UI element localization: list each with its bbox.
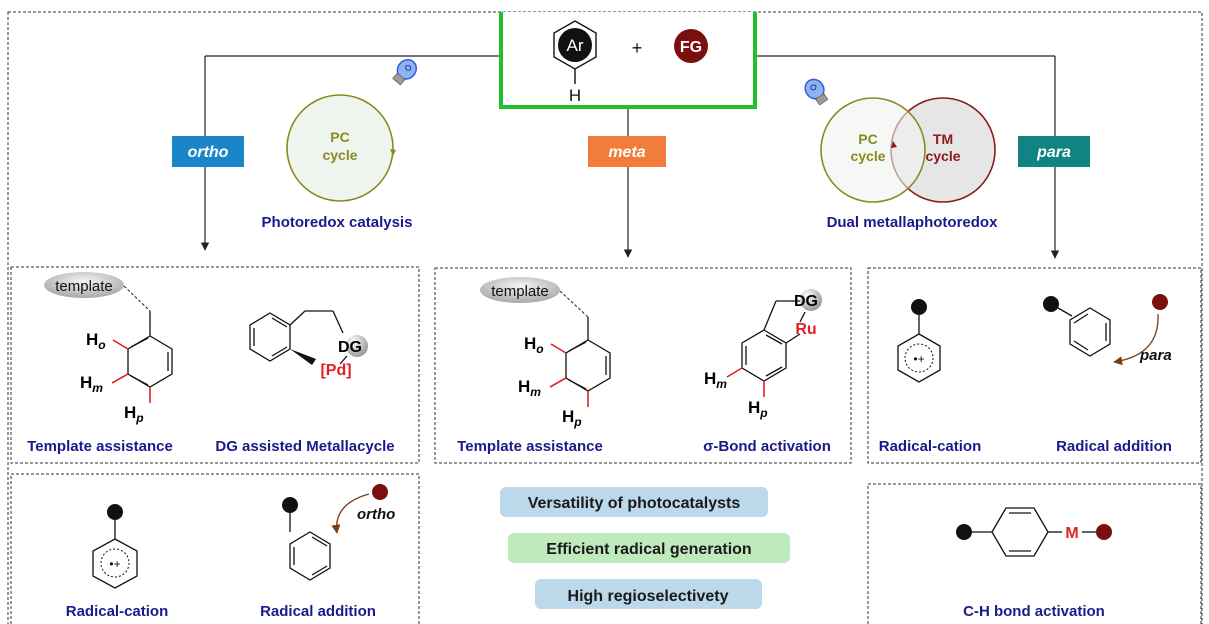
meta-ruthenacycle-structure: DG Ru Hm Hp: [704, 289, 822, 420]
svg-text:Efficient radical generation: Efficient radical generation: [546, 541, 751, 558]
ortho-template-structure: template Ho Hm Hp: [44, 272, 173, 425]
svg-text:High regioselectivety: High regioselectivety: [568, 588, 729, 605]
meta-sigma-caption: σ-Bond activation: [703, 438, 831, 455]
svg-text:Versatility of photocatalysts: Versatility of photocatalysts: [528, 495, 741, 512]
template-blob: [44, 272, 124, 298]
ortho-ra-caption: Radical addition: [260, 603, 376, 620]
svg-text:Ru: Ru: [795, 321, 816, 338]
svg-text:Ho: Ho: [524, 334, 544, 356]
substrate-box: Ar H + FG: [499, 12, 757, 109]
svg-text:Hm: Hm: [80, 373, 103, 395]
tm-label: TM: [933, 131, 953, 147]
lightbulb-icon: [804, 78, 829, 106]
feature-pill-regioselectivity: High regioselectivety: [535, 579, 762, 609]
pc-cycle-left: PC cycle: [286, 94, 396, 202]
svg-text:Hp: Hp: [562, 407, 582, 429]
meta-box: [434, 267, 852, 464]
svg-text:[Pd]: [Pd]: [320, 362, 351, 379]
svg-text:Hp: Hp: [124, 403, 144, 425]
pc-cycle-label-dual: cycle: [850, 148, 885, 164]
pc-label: PC: [330, 129, 349, 145]
ch-activation-structure: M: [956, 507, 1112, 557]
pc-cycle-label: cycle: [322, 147, 357, 163]
meta-template-structure: template Ho Hm Hp: [480, 277, 611, 429]
svg-text:para: para: [1036, 144, 1071, 161]
para-rc-caption: Radical-cation: [879, 438, 982, 455]
svg-text:M: M: [1065, 525, 1078, 542]
ar-ball-icon: [558, 28, 592, 62]
para-box: [867, 267, 1202, 464]
feature-pill-radical-generation: Efficient radical generation: [508, 533, 790, 563]
ch-activation-box: [867, 483, 1202, 624]
feature-pill-versatility: Versatility of photocatalysts: [500, 487, 768, 517]
fg-ball-icon: [674, 29, 708, 63]
dual-caption: Dual metallaphotoredox: [827, 214, 999, 231]
svg-text:template: template: [55, 278, 113, 295]
svg-text:DG: DG: [794, 293, 818, 310]
svg-text:template: template: [491, 283, 549, 300]
para-tag: para: [1018, 136, 1090, 167]
ortho-box: [10, 266, 420, 464]
ortho-radical-addition-structure: ortho: [282, 484, 395, 581]
ortho-radical-box: [10, 473, 420, 624]
svg-text:meta: meta: [608, 144, 645, 161]
svg-text:Ho: Ho: [86, 330, 106, 352]
meta-tag: meta: [588, 136, 666, 167]
ortho-dg-caption: DG assisted Metallacycle: [215, 438, 394, 455]
svg-text:•+: •+: [913, 352, 924, 366]
para-radical-addition-structure: para: [1043, 294, 1172, 366]
h-label: H: [569, 86, 581, 105]
para-ra-caption: Radical addition: [1056, 438, 1172, 455]
ortho-radical-cation-structure: •+: [92, 504, 138, 589]
ortho-metallacycle-structure: DG [Pd]: [249, 310, 368, 379]
svg-text:DG: DG: [338, 339, 362, 356]
plus-sign: +: [632, 38, 643, 58]
svg-text:ortho: ortho: [188, 144, 229, 161]
ortho-template-caption: Template assistance: [27, 438, 173, 455]
svg-text:ortho: ortho: [357, 506, 395, 523]
photoredox-caption: Photoredox catalysis: [262, 214, 413, 231]
svg-text:Hm: Hm: [518, 377, 541, 399]
meta-template-caption: Template assistance: [457, 438, 603, 455]
ortho-tag: ortho: [172, 136, 244, 167]
svg-text:para: para: [1139, 347, 1172, 364]
ar-label: Ar: [567, 36, 584, 55]
pc-label-dual: PC: [858, 131, 877, 147]
tm-cycle-label: cycle: [925, 148, 960, 164]
lightbulb-icon: [392, 59, 418, 86]
para-radical-cation-structure: •+: [897, 299, 941, 383]
fg-label: FG: [680, 39, 702, 56]
svg-text:Hm: Hm: [704, 369, 727, 391]
ch-caption: C-H bond activation: [963, 603, 1105, 620]
svg-text:Hp: Hp: [748, 398, 768, 420]
dual-cycle: PC cycle TM cycle: [820, 97, 996, 203]
ortho-rc-caption: Radical-cation: [66, 603, 169, 620]
svg-text:•+: •+: [109, 557, 120, 571]
